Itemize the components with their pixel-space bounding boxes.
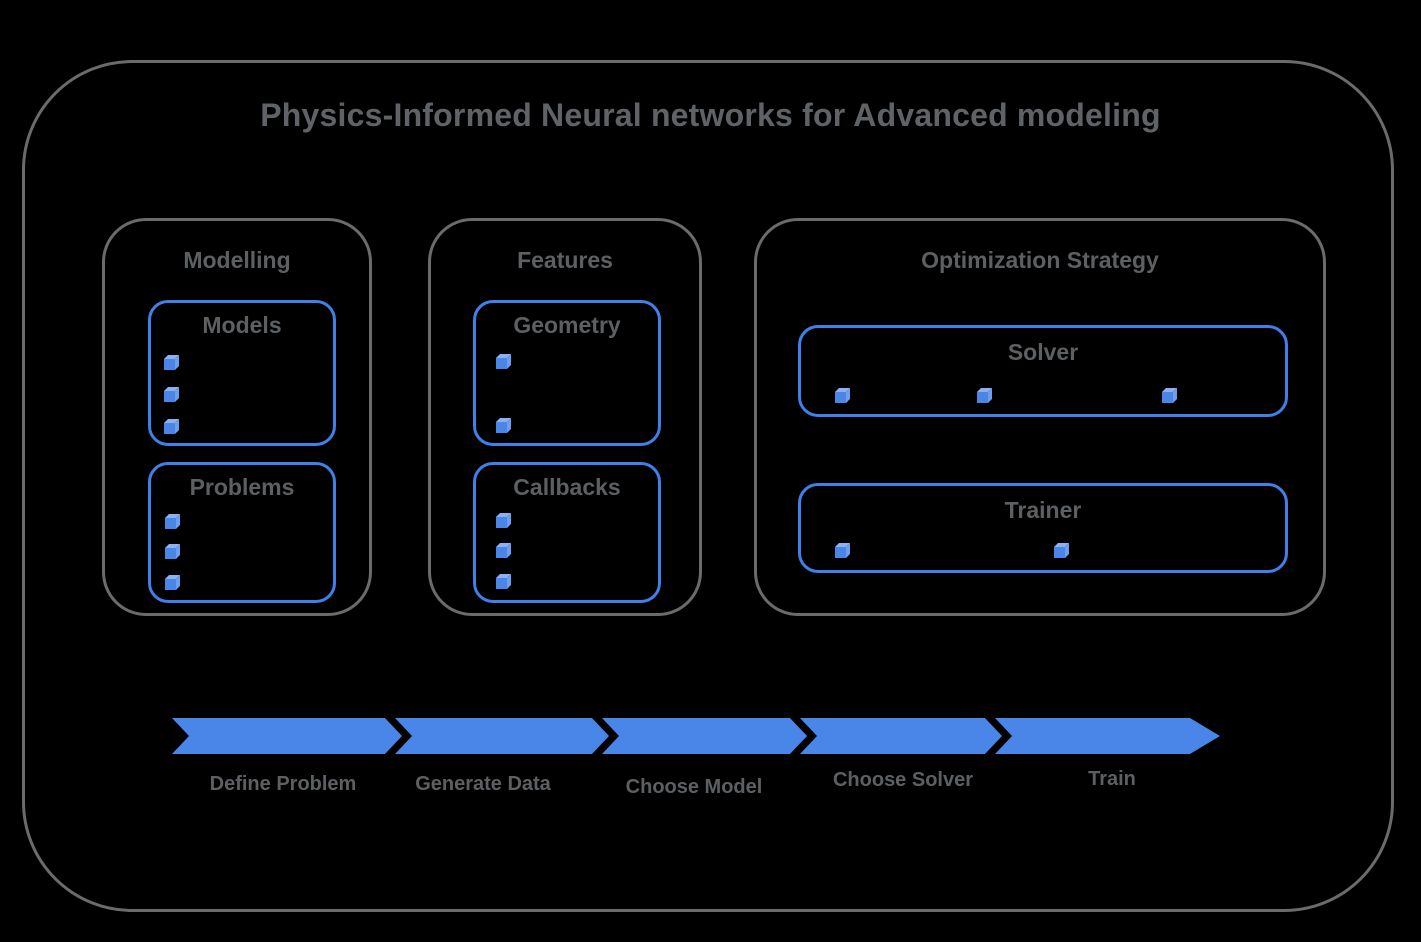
diagram-outer-frame (22, 60, 1394, 912)
cube-bullet-icon (835, 388, 850, 403)
group-problems: Problems (148, 462, 336, 603)
section-features: Features Geometry Callbacks (428, 218, 702, 616)
group-trainer: Trainer (798, 483, 1288, 573)
cube-bullet-icon (164, 387, 179, 402)
cube-bullet-icon (164, 419, 179, 434)
cube-bullet-icon (496, 418, 511, 433)
cube-bullet-icon (165, 514, 180, 529)
cube-bullet-icon (496, 574, 511, 589)
cube-bullet-icon (1162, 388, 1177, 403)
group-problems-label: Problems (189, 474, 295, 500)
section-modelling: Modelling Models Problems (102, 218, 372, 616)
cube-bullet-icon (496, 543, 511, 558)
section-modelling-label: Modelling (183, 247, 291, 273)
group-solver: Solver (798, 325, 1288, 417)
cube-bullet-icon (496, 354, 511, 369)
cube-bullet-icon (165, 544, 180, 559)
group-trainer-label: Trainer (1004, 497, 1082, 523)
group-callbacks-label: Callbacks (513, 474, 621, 500)
diagram-title: Physics-Informed Neural networks for Adv… (260, 97, 1161, 133)
group-callbacks: Callbacks (473, 462, 661, 603)
cube-bullet-icon (165, 575, 180, 590)
section-features-label: Features (517, 247, 613, 273)
pipeline-step-choose-model: Choose Model (625, 776, 763, 798)
cube-bullet-icon (496, 513, 511, 528)
cube-bullet-icon (835, 543, 850, 558)
pipeline-step-define-problem: Define Problem (209, 773, 357, 795)
group-solver-label: Solver (1007, 339, 1079, 365)
group-models-label: Models (202, 312, 282, 338)
pipeline-step-choose-solver: Choose Solver (832, 769, 974, 791)
pipeline-arrow (172, 718, 1220, 754)
cube-bullet-icon (1054, 543, 1069, 558)
section-optimization-strategy-label: Optimization Strategy (921, 247, 1159, 273)
pipeline-step-generate-data: Generate Data (415, 773, 551, 795)
cube-bullet-icon (164, 355, 179, 370)
pipeline-step-train: Train (1088, 768, 1136, 790)
group-geometry: Geometry (473, 300, 661, 446)
section-optimization-strategy: Optimization Strategy Solver Trainer (754, 218, 1326, 616)
group-models: Models (148, 300, 336, 446)
group-geometry-label: Geometry (513, 312, 621, 338)
cube-bullet-icon (977, 388, 992, 403)
